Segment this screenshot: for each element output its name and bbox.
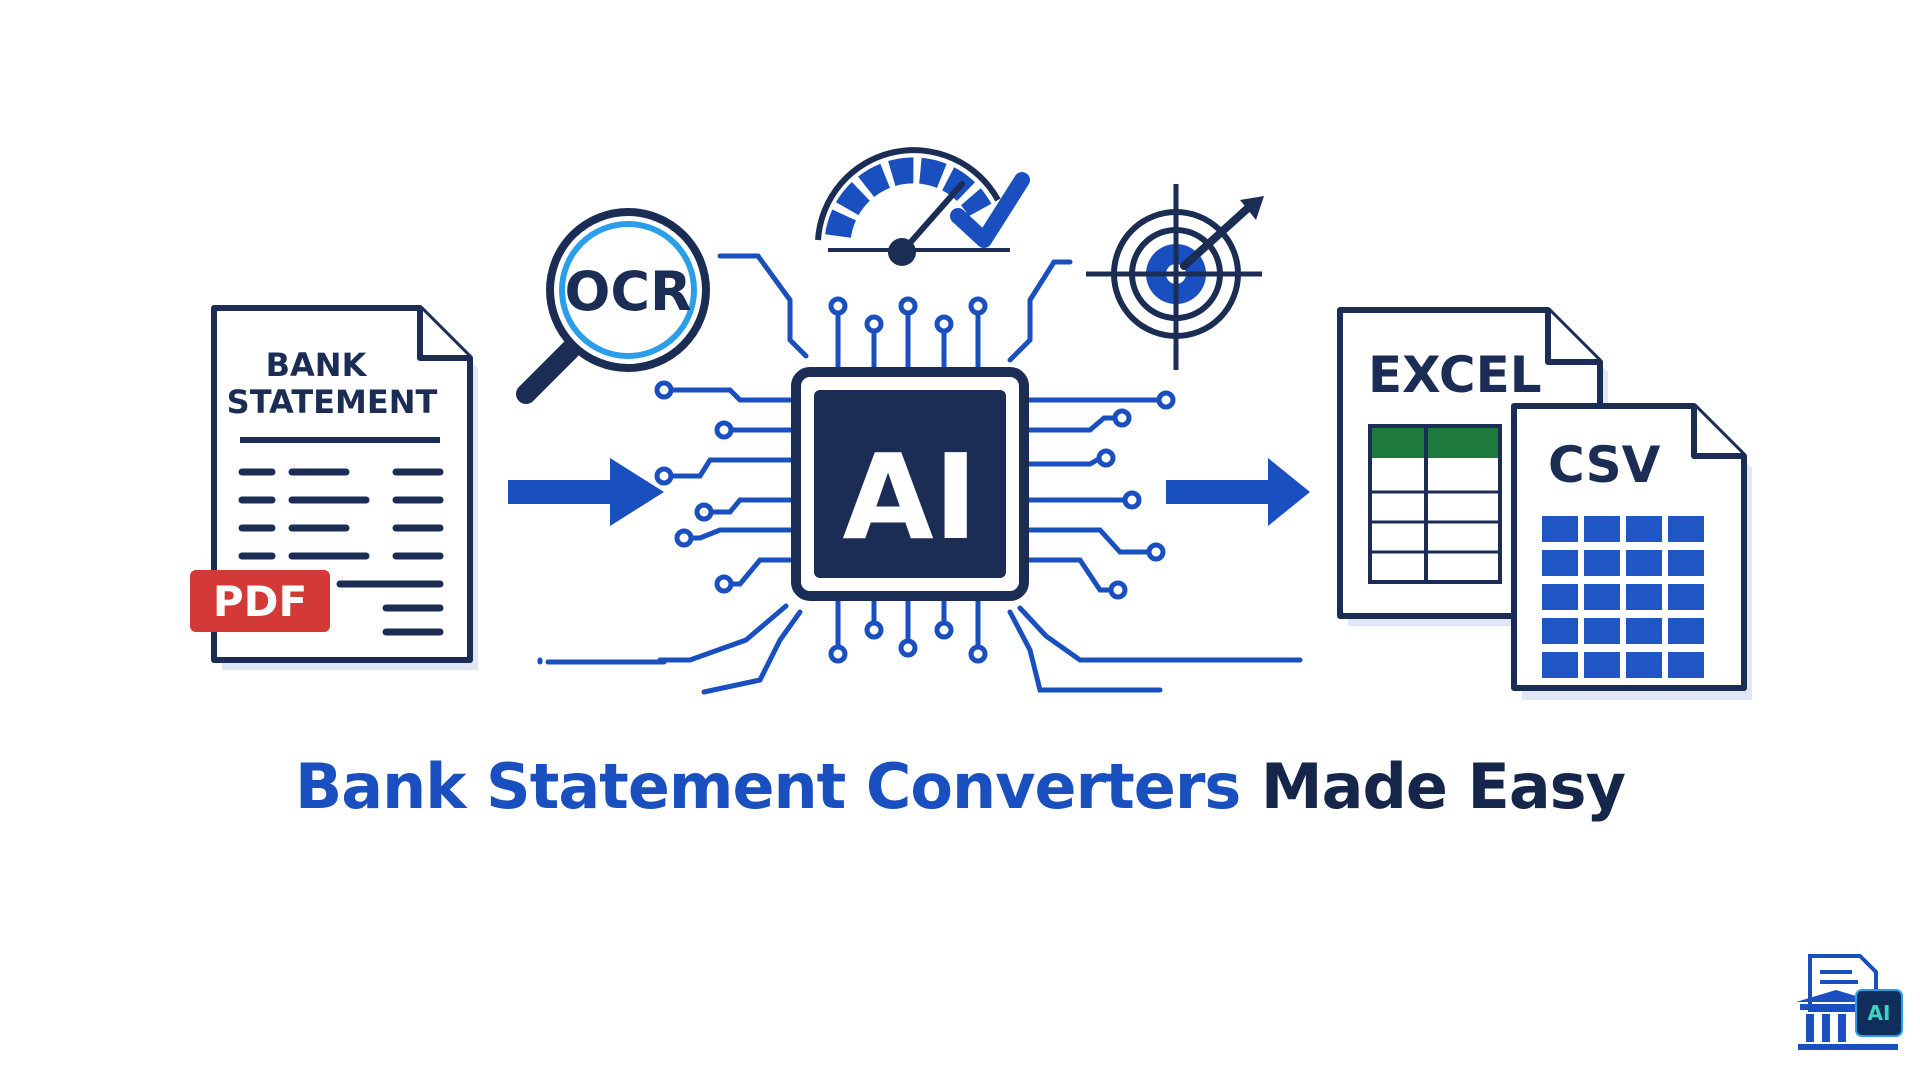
bank-logo-icon: AI bbox=[1796, 954, 1903, 1050]
headline-part1: Bank Statement Converters bbox=[295, 750, 1241, 823]
doc-lines bbox=[238, 468, 444, 636]
headline: Bank Statement Converters Made Easy bbox=[0, 750, 1920, 823]
csv-label: CSV bbox=[1548, 436, 1661, 494]
excel-label: EXCEL bbox=[1368, 346, 1542, 404]
pdf-badge-label: PDF bbox=[213, 577, 307, 626]
arrow-right-icon bbox=[1166, 458, 1310, 526]
ai-chip-icon: AI bbox=[791, 367, 1029, 601]
circuit-traces bbox=[537, 253, 1303, 695]
doc-title-line1: BANK bbox=[266, 346, 368, 384]
pdf-badge bbox=[190, 570, 330, 632]
doc-title-line2: STATEMENT bbox=[227, 383, 438, 421]
chip-label: AI bbox=[842, 428, 977, 566]
speedometer-icon bbox=[815, 147, 1010, 266]
csv-document: CSV bbox=[1511, 403, 1752, 700]
magnifier-icon: OCR bbox=[516, 208, 710, 404]
csv-grid bbox=[1542, 516, 1704, 678]
checkmark-icon bbox=[950, 172, 1030, 248]
headline-part2: Made Easy bbox=[1260, 750, 1626, 823]
corner-logo-label: AI bbox=[1868, 1001, 1891, 1025]
arrow-right-icon bbox=[508, 458, 664, 526]
ocr-label: OCR bbox=[564, 260, 691, 323]
target-icon bbox=[1086, 184, 1264, 370]
bank-statement-document: BANK STATEMENT PDF bbox=[190, 305, 478, 670]
